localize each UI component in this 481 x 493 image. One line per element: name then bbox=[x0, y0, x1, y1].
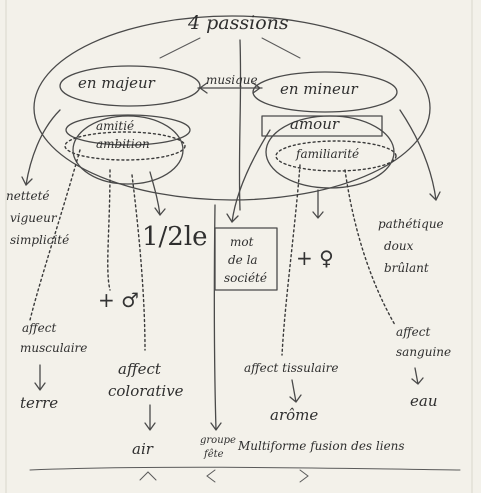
arrow-sanguine-eau bbox=[411, 367, 424, 385]
affect-musculaire-1: affect bbox=[22, 321, 57, 335]
arrow-to-qualities-right bbox=[399, 109, 437, 201]
ratio-label: 1/2le bbox=[142, 222, 208, 252]
arrowhead-ratio bbox=[154, 207, 166, 216]
affect-tissulaire: affect tissulaire bbox=[244, 361, 339, 375]
element-eau: eau bbox=[410, 392, 438, 410]
mot-box-line2: de la bbox=[228, 253, 258, 267]
quality-right-2: doux bbox=[384, 239, 414, 253]
plus-female-symbol: + ♀ bbox=[296, 246, 334, 270]
arrow-to-groupe-fete bbox=[210, 204, 222, 431]
arrow-colorative-air bbox=[144, 404, 156, 431]
title-label: 4 passions bbox=[188, 12, 289, 34]
element-arome: arôme bbox=[270, 406, 319, 424]
mot-box-line1: mot bbox=[230, 235, 254, 249]
familiarite-ellipse bbox=[275, 140, 397, 172]
bottom-marks bbox=[139, 469, 309, 483]
arrow-to-affect-colorative bbox=[131, 174, 146, 351]
musique-arrow bbox=[197, 82, 263, 94]
musique-label: musique bbox=[206, 73, 258, 87]
ambition-ellipse bbox=[64, 131, 186, 161]
majeur-ellipse bbox=[59, 65, 201, 107]
arrow-to-qualities-left bbox=[25, 109, 61, 186]
element-terre: terre bbox=[20, 394, 59, 412]
affect-sanguine-2: sanguine bbox=[396, 345, 452, 359]
groupe-label: groupe bbox=[200, 435, 236, 446]
right-passion-blob bbox=[265, 115, 395, 189]
left-passion-blob bbox=[72, 115, 184, 185]
ambition-label: ambition bbox=[96, 137, 150, 151]
title-links bbox=[159, 37, 301, 59]
arrow-musculaire-terre bbox=[34, 364, 46, 391]
quality-right-1: pathétique bbox=[378, 217, 444, 231]
bottom-divider bbox=[29, 466, 461, 471]
arrow-to-female bbox=[312, 189, 324, 219]
fete-label: fête bbox=[204, 449, 224, 460]
center-divider bbox=[238, 39, 242, 211]
bottom-fusion-line: Multiforme fusion des liens bbox=[238, 439, 405, 453]
arrowhead-qualities-right bbox=[429, 191, 441, 201]
outer-ellipse bbox=[33, 15, 431, 201]
arrow-to-mot-box bbox=[231, 129, 271, 223]
element-air: air bbox=[132, 440, 153, 458]
amitie-label: amitié bbox=[96, 119, 135, 133]
arrow-to-ratio bbox=[149, 171, 161, 216]
quality-left-1: netteté bbox=[6, 189, 50, 203]
arrow-tissulaire-arome bbox=[289, 379, 302, 403]
affect-colorative-1: affect bbox=[118, 360, 161, 378]
arrowhead-mot-box bbox=[226, 213, 239, 223]
quality-left-2: vigueur bbox=[10, 211, 57, 225]
amitie-ellipse bbox=[65, 114, 191, 146]
affect-sanguine-1: affect bbox=[396, 325, 431, 339]
en-majeur-label: en majeur bbox=[78, 74, 155, 92]
quality-left-3: simplicité bbox=[10, 233, 70, 247]
arrowhead-qualities-left bbox=[21, 176, 33, 186]
arrow-to-male bbox=[107, 169, 111, 291]
mot-box-line3: société bbox=[224, 271, 267, 285]
familiarite-label: familiarité bbox=[296, 147, 360, 161]
plus-male-symbol: + ♂ bbox=[98, 288, 140, 312]
affect-colorative-2: colorative bbox=[108, 382, 184, 400]
arrow-to-affect-musculaire bbox=[29, 149, 81, 321]
arrow-to-affect-tissulaire bbox=[281, 164, 301, 356]
en-mineur-label: en mineur bbox=[280, 80, 358, 98]
affect-musculaire-2: musculaire bbox=[20, 341, 88, 355]
amour-label: amour bbox=[290, 115, 340, 133]
quality-right-3: brûlant bbox=[384, 261, 429, 275]
mineur-ellipse bbox=[252, 71, 398, 113]
mot-box-frame bbox=[214, 227, 278, 291]
